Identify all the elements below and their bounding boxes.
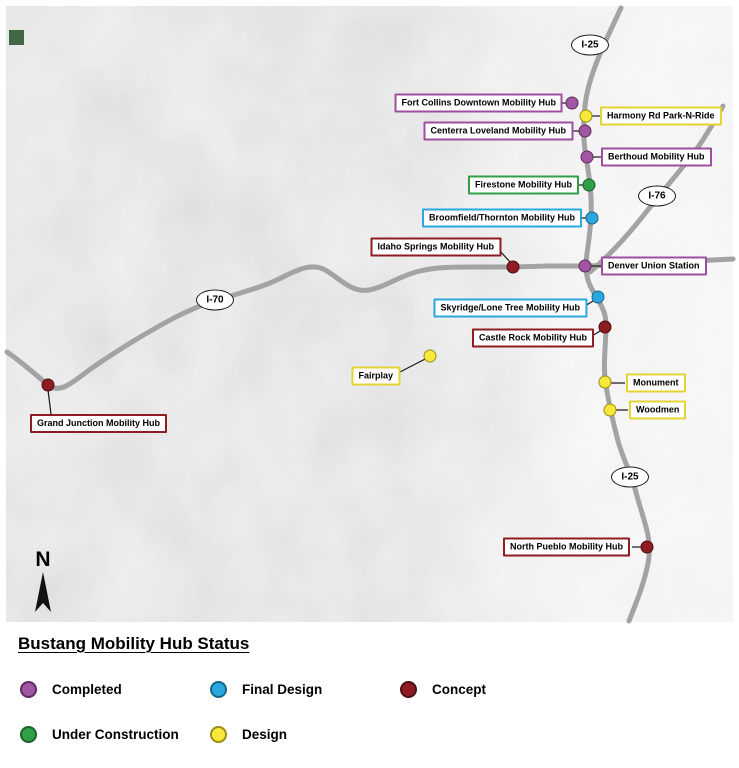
hub-dot-fairplay (423, 349, 437, 363)
legend-item-completed: Completed (20, 681, 122, 698)
hub-label-centerra-loveland: Centerra Loveland Mobility Hub (423, 121, 573, 141)
hub-dot-fort-collins-downtown (565, 96, 579, 110)
hub-label-berthoud: Berthoud Mobility Hub (601, 147, 712, 167)
legend-item-label: Design (242, 727, 288, 742)
hub-label-fort-collins-downtown: Fort Collins Downtown Mobility Hub (394, 93, 563, 113)
hub-dot-firestone (582, 178, 596, 192)
concept-dot-icon (400, 681, 417, 698)
highway-shield-i76: I-76 (638, 185, 676, 207)
road-i25 (581, 5, 652, 624)
hub-label-harmony-rd: Harmony Rd Park-N-Ride (600, 106, 722, 126)
design-dot-icon (210, 726, 227, 743)
hub-dot-centerra-loveland (578, 124, 592, 138)
hub-dot-idaho-springs (506, 260, 520, 274)
hub-label-woodmen: Woodmen (629, 400, 687, 420)
hub-label-skyridge-lone-tree: Skyridge/Lone Tree Mobility Hub (433, 298, 587, 318)
hub-dot-woodmen (603, 403, 617, 417)
legend-item-design: Design (210, 726, 287, 743)
hub-label-denver-union-station: Denver Union Station (601, 256, 707, 276)
hub-label-fairplay: Fairplay (351, 366, 400, 386)
hub-label-idaho-springs: Idaho Springs Mobility Hub (370, 237, 501, 257)
north-arrow-icon (35, 572, 51, 612)
hub-label-north-pueblo: North Pueblo Mobility Hub (503, 537, 630, 557)
completed-dot-icon (20, 681, 37, 698)
hub-dot-harmony-rd (579, 109, 593, 123)
hub-dot-north-pueblo (640, 540, 654, 554)
north-arrow: N (28, 548, 58, 614)
forest-patch (9, 30, 24, 45)
road-i70 (4, 256, 736, 391)
hub-dot-denver-union-station (578, 259, 592, 273)
legend-item-label: Concept (432, 682, 486, 697)
hub-label-monument: Monument (626, 373, 686, 393)
legend-item-under-construction: Under Construction (20, 726, 179, 743)
colorado-map: I-25 I-76 I-70 I-25 Fort Collins Downtow… (4, 5, 736, 624)
under-construction-dot-icon (20, 726, 37, 743)
hub-label-broomfield-thornton: Broomfield/Thornton Mobility Hub (422, 208, 582, 228)
highway-shield-i70: I-70 (196, 289, 234, 311)
highway-shield-i25-south: I-25 (611, 466, 649, 488)
hub-dot-monument (598, 375, 612, 389)
hub-dot-grand-junction (41, 378, 55, 392)
hub-label-castle-rock: Castle Rock Mobility Hub (471, 328, 594, 348)
legend: Bustang Mobility Hub Status Completed Fi… (0, 628, 739, 768)
hub-dot-castle-rock (598, 320, 612, 334)
hub-label-firestone: Firestone Mobility Hub (467, 175, 579, 195)
legend-item-label: Final Design (242, 682, 323, 697)
north-label: N (35, 548, 51, 571)
terrain (6, 6, 733, 622)
legend-item-label: Under Construction (52, 727, 179, 742)
map-base-layer (4, 5, 736, 624)
final-design-dot-icon (210, 681, 227, 698)
hub-dot-berthoud (580, 150, 594, 164)
legend-item-label: Completed (52, 682, 122, 697)
hub-dot-skyridge-lone-tree (591, 290, 605, 304)
highway-shield-i25-north: I-25 (571, 34, 609, 56)
hub-dot-broomfield-thornton (585, 211, 599, 225)
legend-item-concept: Concept (400, 681, 486, 698)
hub-label-grand-junction: Grand Junction Mobility Hub (30, 414, 167, 433)
legend-title: Bustang Mobility Hub Status (18, 634, 250, 653)
legend-item-final-design: Final Design (210, 681, 322, 698)
